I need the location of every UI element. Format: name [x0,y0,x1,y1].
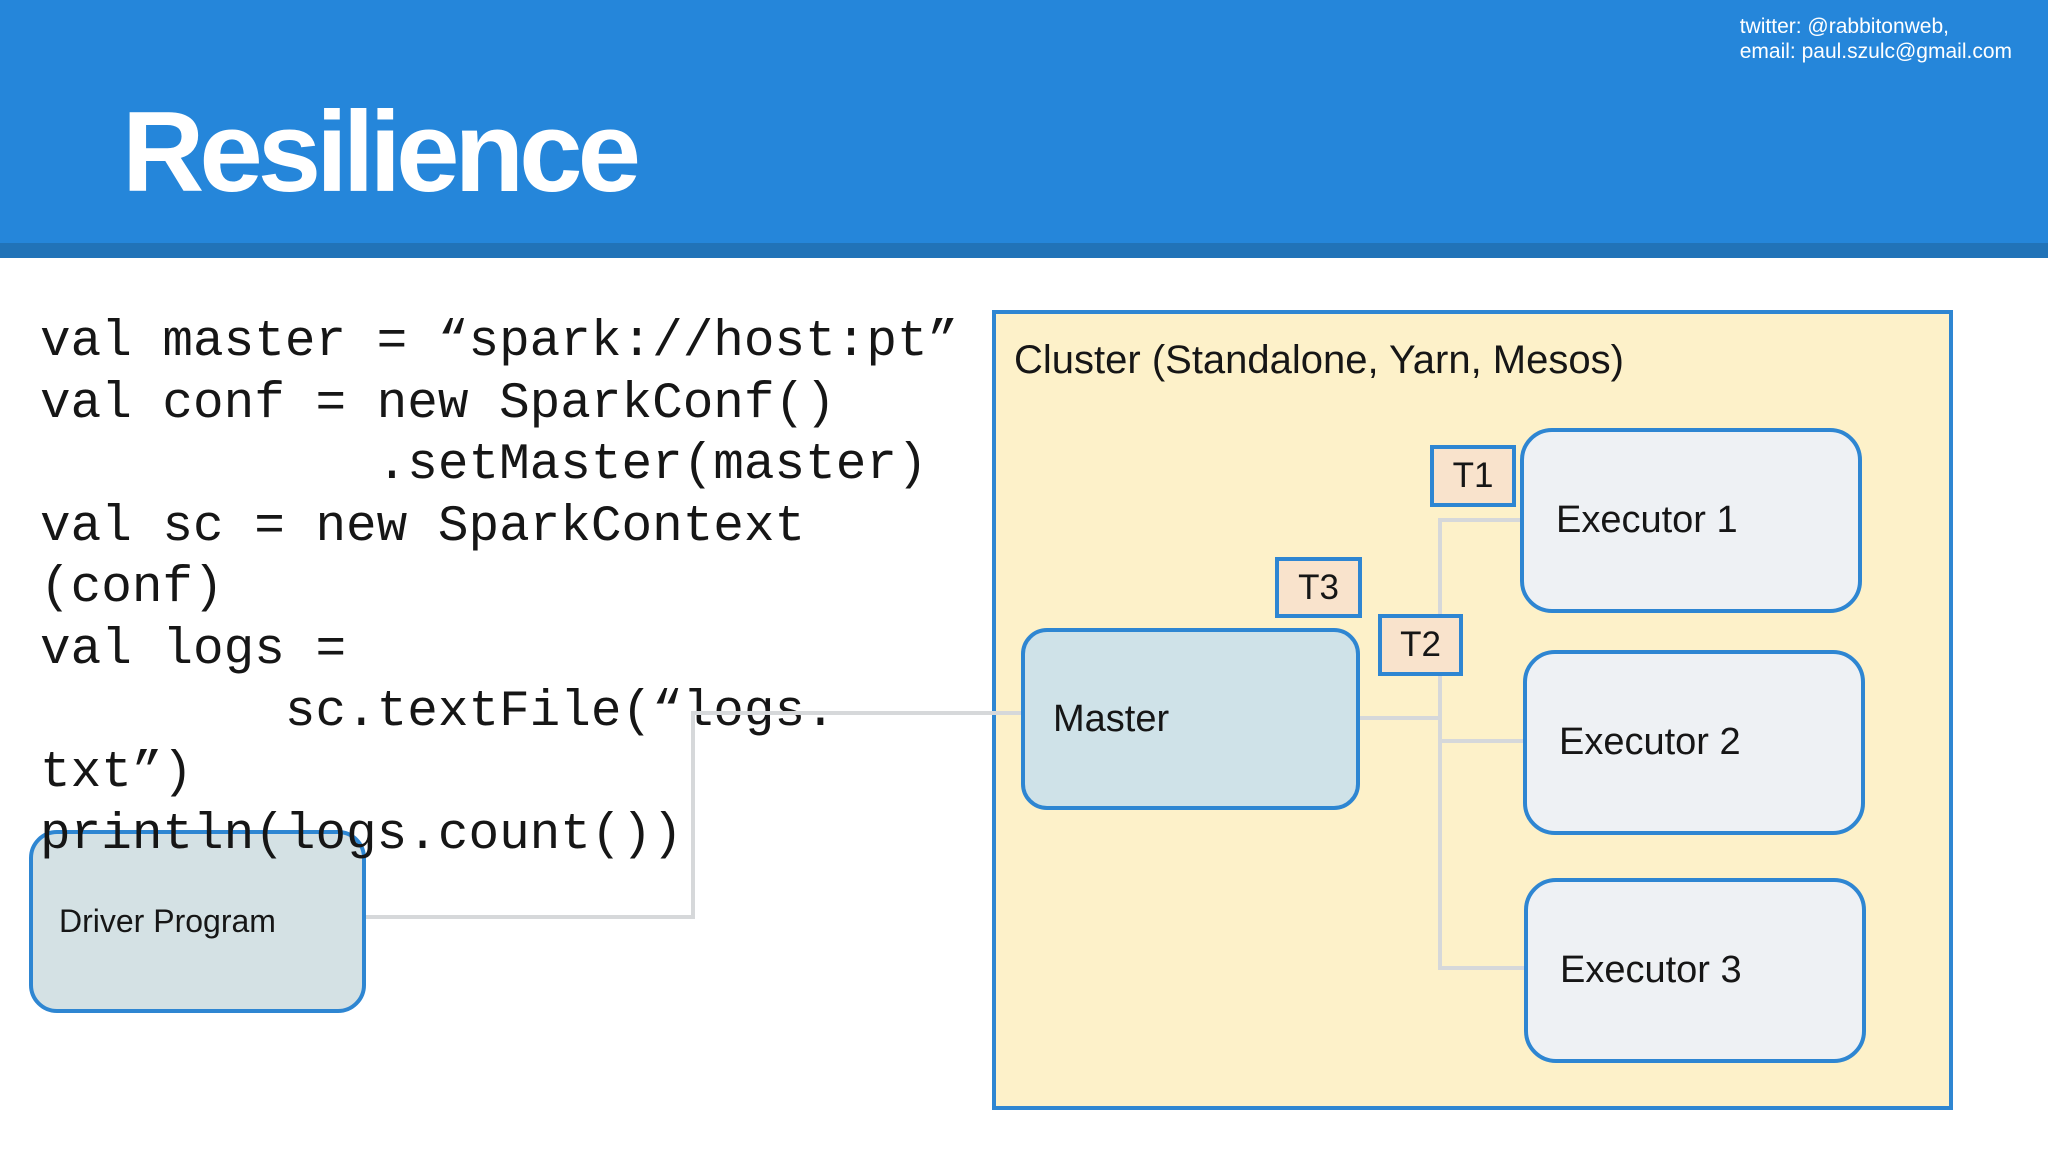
connector-bus-to-executor-1 [1440,518,1522,522]
code-line: val master = “spark://host:pt” [40,314,959,371]
code-line: val conf = new SparkConf() [40,375,836,433]
connector-driver-to-master [691,711,1023,715]
driver-program-label: Driver Program [59,903,276,939]
executor-2-label: Executor 2 [1559,721,1741,763]
executor-1-label: Executor 1 [1556,499,1738,541]
connector-master-to-bus [1358,716,1442,720]
connector-bus-to-executor-2 [1440,739,1525,743]
master-label: Master [1053,697,1170,740]
connector-driver-vertical [691,711,695,919]
executor-1-node: Executor 1 [1520,428,1862,613]
code-line: txt”) [40,745,194,803]
code-line: val logs = [40,621,347,679]
task-t3-label: T3 [1298,567,1339,607]
code-line: (conf) [40,560,224,618]
executor-3-node: Executor 3 [1524,878,1866,1063]
executor-2-node: Executor 2 [1523,650,1865,835]
master-node: Master [1021,628,1360,810]
code-line: .setMaster(master) [40,437,928,495]
page-title: Resilience [122,89,641,216]
contact-email: email: paul.szulc@gmail.com [1739,40,2012,63]
connector-bus-to-executor-3 [1440,966,1526,970]
task-t2-node: T2 [1378,614,1463,676]
header-band [0,0,2048,243]
code-line: println(logs.count()) [40,806,683,864]
connector-driver-horizontal [366,915,693,919]
code-line: val sc = new SparkContext [40,498,806,556]
task-t3-node: T3 [1275,557,1362,618]
contact-twitter: twitter: @rabbitonweb, [1739,15,1949,38]
connector-bus-vertical [1438,518,1442,970]
executor-3-label: Executor 3 [1560,949,1742,991]
cluster-title: Cluster (Standalone, Yarn, Mesos) [1014,338,1624,382]
task-t2-label: T2 [1400,625,1441,664]
driver-program-node: Driver Program [29,830,366,1013]
task-t1-node: T1 [1430,445,1516,507]
code-block: val master = “spark://host:pt” val conf … [40,312,958,866]
contact-info: twitter: @rabbitonweb, email: paul.szulc… [1740,14,2012,64]
task-t1-label: T1 [1452,456,1494,495]
header-strip [0,243,2048,258]
